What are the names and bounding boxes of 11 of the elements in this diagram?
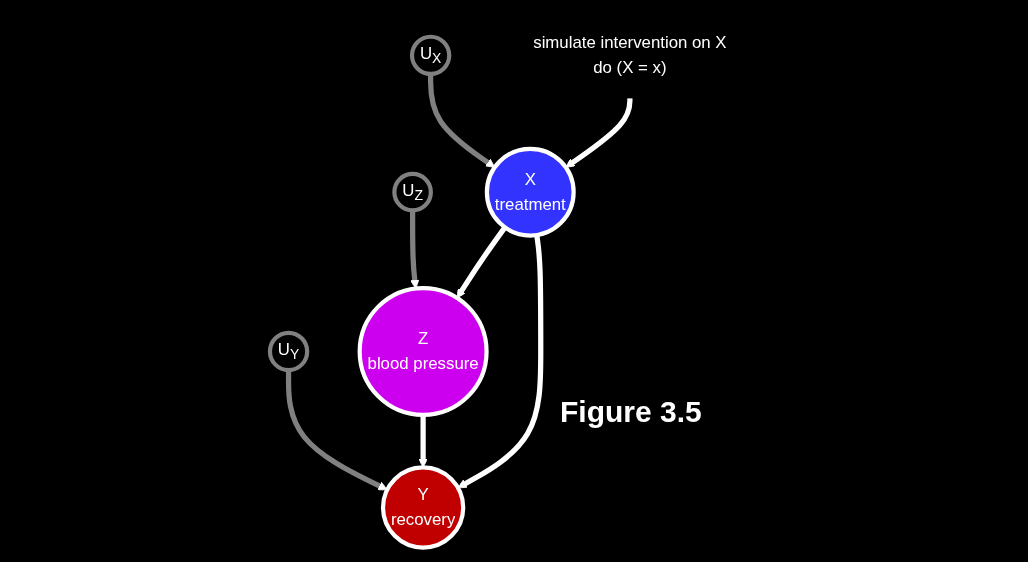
node-circle: X treatment [484,146,576,238]
arrow [565,96,633,168]
node-circle: U$_{X}$ [409,34,452,77]
node-text: simulate intervention on X do (X = x) [533,33,727,77]
node-circle: Y recovery [380,465,466,550]
node-circle: U$_{Y}$ [267,330,310,373]
node-circle: Z blood pressure [357,285,489,418]
arrow [456,225,508,299]
figure-label: Figure 3.5 [560,395,702,429]
arrow [285,370,388,491]
node-circle: U$_{Z}$ [392,171,433,213]
